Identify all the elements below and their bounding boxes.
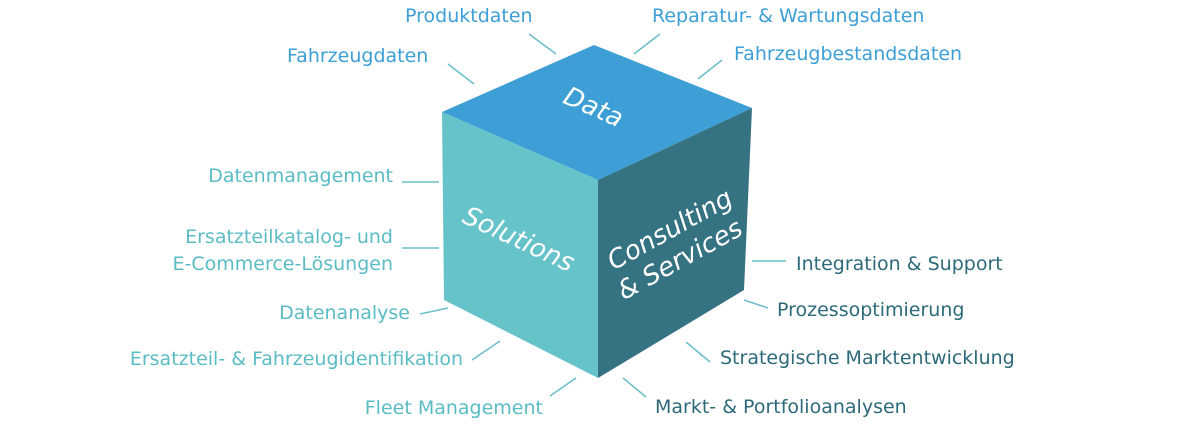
label-fahrzeugbestandsdaten: Fahrzeugbestandsdaten xyxy=(734,43,962,65)
label-strategische-marktentwicklung: Strategische Marktentwicklung xyxy=(720,347,1015,369)
leader-produktdaten xyxy=(528,33,557,55)
leader-datenanalyse xyxy=(419,307,449,315)
leader-reparatur xyxy=(633,33,661,55)
label-fleet-management: Fleet Management xyxy=(365,397,543,419)
label-fahrzeugdaten: Fahrzeugdaten xyxy=(287,45,428,67)
label-markt-portfolioanalysen: Markt- & Portfolioanalysen xyxy=(655,396,907,418)
label-ersatzteilkatalog-line2: E-Commerce-Lösungen xyxy=(173,253,394,275)
leader-identifikation xyxy=(471,340,501,361)
leader-markt xyxy=(622,377,647,398)
leader-lines xyxy=(402,33,786,398)
cube-top-face xyxy=(442,45,752,180)
cube-left-face xyxy=(442,112,598,378)
leader-strategie xyxy=(685,341,711,363)
label-reparatur-wartungsdaten: Reparatur- & Wartungsdaten xyxy=(652,5,924,27)
label-datenmanagement: Datenmanagement xyxy=(208,165,393,187)
label-fahrzeugidentifikation: Ersatzteil- & Fahrzeugidentifikation xyxy=(130,348,463,370)
label-ersatzteilkatalog-line1: Ersatzteilkatalog- und xyxy=(185,226,393,248)
leader-fahrzeugbestand xyxy=(697,59,723,80)
leader-fleet xyxy=(549,377,577,397)
leader-prozess xyxy=(743,299,769,309)
cube-right-face xyxy=(598,108,752,378)
label-prozessoptimierung: Prozessoptimierung xyxy=(777,299,964,321)
label-datenanalyse: Datenanalyse xyxy=(279,302,410,324)
label-produktdaten: Produktdaten xyxy=(405,5,533,27)
leader-fahrzeugdaten xyxy=(447,63,475,85)
label-integration-support: Integration & Support xyxy=(796,253,1003,275)
